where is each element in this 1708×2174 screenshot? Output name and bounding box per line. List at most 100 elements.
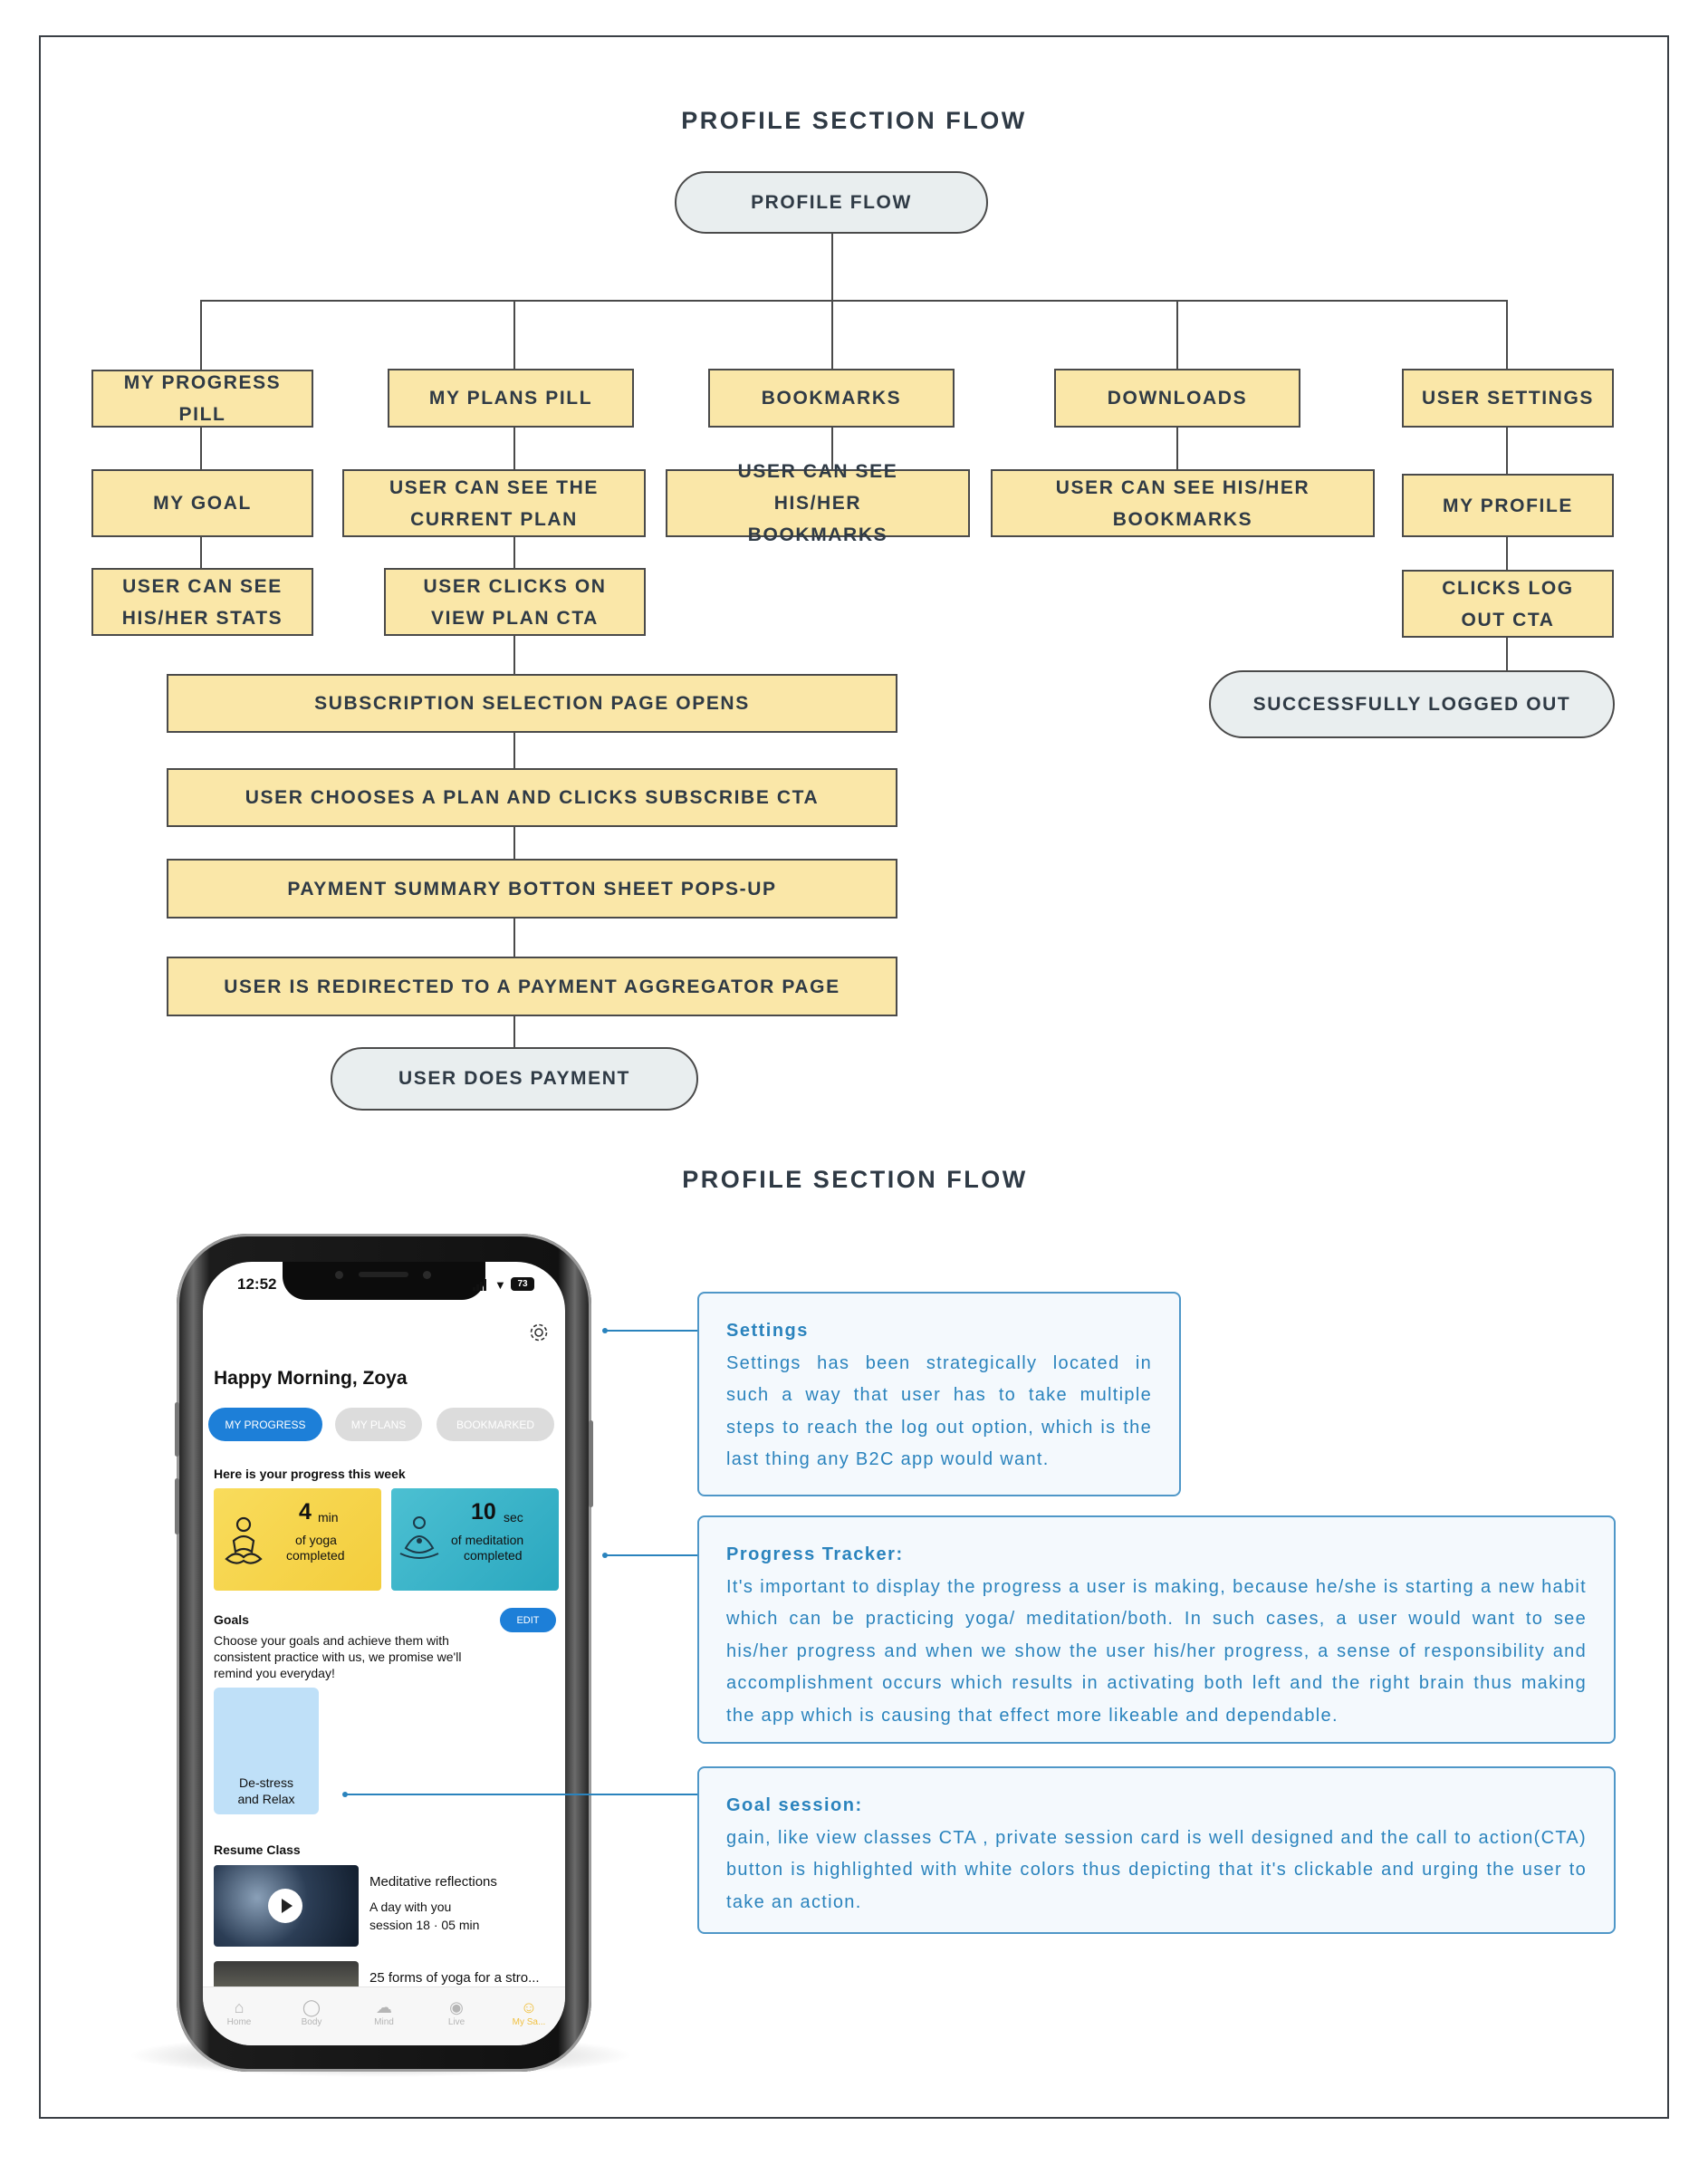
broadcast-icon: ◉ — [449, 1998, 464, 2016]
tab-label: My Sa... — [512, 2017, 546, 2027]
connector — [831, 233, 833, 301]
annotation-body: Settings has been strategically located … — [726, 1352, 1152, 1470]
bottom-tab-bar: ⌂Home ◯Body ☁Mind ◉Live ☺My Sa... — [203, 1986, 565, 2045]
yoga-label: of yoga — [295, 1533, 337, 1547]
connector — [200, 300, 1508, 302]
settings-annotation: Settings Settings has been strategically… — [697, 1292, 1181, 1496]
meditation-seconds-value: 10 — [471, 1499, 496, 1525]
status-time: 12:52 — [237, 1275, 277, 1293]
annotation-title: Goal session: — [726, 1795, 863, 1815]
goals-heading: Goals — [214, 1612, 249, 1627]
connector — [1176, 427, 1178, 469]
phone-notch — [283, 1262, 485, 1300]
connector — [1506, 637, 1508, 671]
tab-body[interactable]: ◯Body — [275, 1998, 348, 2027]
goal-card-label: and Relax — [237, 1792, 295, 1806]
tab-my-space[interactable]: ☺My Sa... — [493, 1998, 565, 2027]
phone-screen: 12:52 ▼ 73 Happy Morning, Zoya MY PROGRE… — [203, 1262, 565, 2045]
play-icon[interactable] — [268, 1889, 302, 1923]
connector — [1176, 300, 1178, 370]
progress-heading: Here is your progress this week — [214, 1467, 406, 1481]
tab-home[interactable]: ⌂Home — [203, 1998, 275, 2027]
tab-mind[interactable]: ☁Mind — [348, 1998, 420, 2027]
connector — [200, 300, 202, 370]
phone-side-button — [175, 1402, 179, 1457]
chip-my-progress[interactable]: MY PROGRESS — [208, 1408, 322, 1441]
greeting: Happy Morning, Zoya — [214, 1368, 408, 1389]
callout-line — [605, 1330, 697, 1332]
see-downloads-node: USER CAN SEE HIS/HER BOOKMARKS — [991, 469, 1375, 537]
my-plans-pill-node: MY PLANS PILL — [388, 369, 634, 428]
connector — [513, 732, 515, 769]
home-icon: ⌂ — [234, 1998, 245, 2016]
tab-label: Live — [447, 2017, 465, 2027]
settings-gear-icon[interactable] — [527, 1321, 551, 1344]
meditation-label-2: completed — [464, 1548, 523, 1563]
goal-card-label: De-stress — [239, 1775, 293, 1790]
goal-card-destress[interactable]: De-stress and Relax — [214, 1688, 319, 1814]
connector — [513, 427, 515, 469]
battery-icon: 73 — [511, 1277, 534, 1291]
class-thumbnail[interactable] — [214, 1865, 359, 1947]
phone-side-button — [175, 1478, 179, 1534]
connector — [1506, 300, 1508, 370]
yoga-person-icon — [221, 1514, 266, 1568]
screen-title: PROFILE SECTION FLOW — [682, 1166, 1028, 1193]
tab-label: Body — [301, 2017, 322, 2027]
annotation-title: Settings — [726, 1321, 809, 1341]
annotation-body: gain, like view classes CTA , private se… — [726, 1827, 1587, 1912]
logged-out-node: SUCCESSFULLY LOGGED OUT — [1209, 670, 1615, 738]
flow-title: PROFILE SECTION FLOW — [681, 107, 1027, 134]
callout-line — [605, 1554, 697, 1556]
redirect-node: USER IS REDIRECTED TO A PAYMENT AGGREGAT… — [167, 957, 897, 1016]
goals-description: Choose your goals and achieve them with — [214, 1633, 449, 1648]
meditation-unit: sec — [504, 1510, 523, 1525]
connector — [513, 918, 515, 957]
my-progress-pill-node: MY PROGRESS PILL — [91, 370, 313, 428]
goals-description: consistent practice with us, we promise … — [214, 1650, 462, 1664]
see-stats-node: USER CAN SEE HIS/HER STATS — [91, 568, 313, 636]
tab-live[interactable]: ◉Live — [420, 1998, 493, 2027]
wifi-icon: ▼ — [494, 1278, 506, 1292]
edit-goals-button[interactable]: EDIT — [500, 1608, 556, 1632]
goal-annotation: Goal session: gain, like view classes CT… — [697, 1766, 1616, 1934]
class-title[interactable]: 25 forms of yoga for a stro... — [369, 1970, 540, 1986]
connector — [513, 1015, 515, 1047]
goals-description: remind you everyday! — [214, 1666, 335, 1680]
current-plan-node: USER CAN SEE THE CURRENT PLAN — [342, 469, 646, 537]
annotation-title: Progress Tracker: — [726, 1544, 904, 1564]
meditation-progress-card: 10 sec of meditation completed — [391, 1488, 559, 1591]
see-bookmarks-node: USER CAN SEE HIS/HER BOOKMARKS — [666, 461, 970, 545]
callout-line — [345, 1794, 697, 1795]
annotation-body: It's important to display the progress a… — [726, 1576, 1587, 1726]
class-meta: session 18 · 05 min — [369, 1918, 480, 1932]
tab-label: Home — [226, 2017, 252, 2027]
connector — [200, 536, 202, 568]
chip-my-plans[interactable]: MY PLANS — [335, 1408, 422, 1441]
yoga-progress-card: 4 min of yoga completed — [214, 1488, 381, 1591]
class-title[interactable]: Meditative reflections — [369, 1874, 497, 1890]
payment-summary-node: PAYMENT SUMMARY BOTTON SHEET POPS-UP — [167, 859, 897, 919]
log-out-cta-node: CLICKS LOG OUT CTA — [1402, 570, 1614, 638]
profile-flow-node: PROFILE FLOW — [675, 171, 988, 234]
cloud-icon: ☁ — [376, 1998, 392, 2016]
connector — [831, 427, 833, 469]
meditation-label: of meditation — [451, 1533, 524, 1547]
my-goal-node: MY GOAL — [91, 469, 313, 537]
chip-bookmarked[interactable]: BOOKMARKED — [437, 1408, 554, 1441]
yoga-minutes-value: 4 — [299, 1499, 312, 1525]
connector — [200, 428, 202, 469]
connector — [513, 635, 515, 675]
yoga-unit: min — [318, 1510, 339, 1525]
class-subtitle: A day with you — [369, 1900, 452, 1914]
phone-side-button — [589, 1420, 593, 1507]
tab-label: Mind — [374, 2017, 394, 2027]
progress-annotation: Progress Tracker: It's important to disp… — [697, 1515, 1616, 1744]
meditation-icon — [397, 1512, 442, 1566]
connector — [513, 300, 515, 370]
subscription-page-node: SUBSCRIPTION SELECTION PAGE OPENS — [167, 674, 897, 733]
person-icon: ☺ — [520, 1998, 538, 2016]
user-settings-node: USER SETTINGS — [1402, 369, 1614, 428]
downloads-node: DOWNLOADS — [1054, 369, 1300, 428]
choose-plan-node: USER CHOOSES A PLAN AND CLICKS SUBSCRIBE… — [167, 768, 897, 827]
